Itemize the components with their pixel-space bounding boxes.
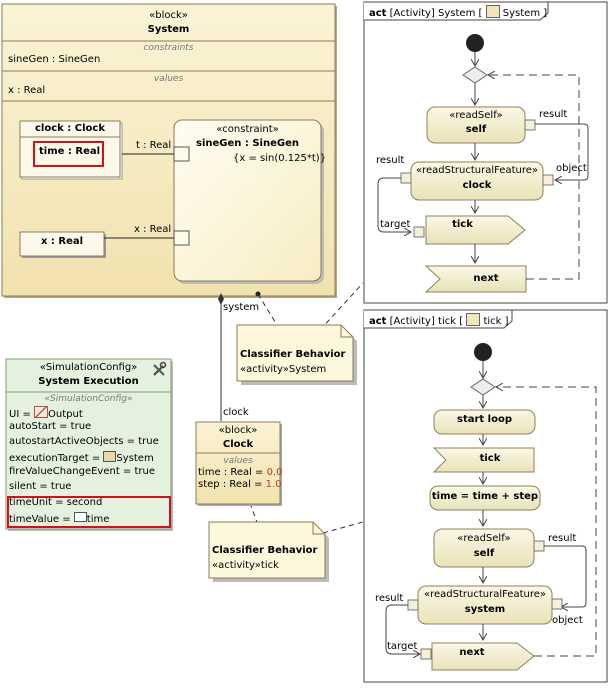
simulation-config[interactable] bbox=[5, 358, 173, 531]
highlight-time-settings bbox=[7, 496, 171, 528]
x-part[interactable] bbox=[19, 231, 106, 258]
initial-node-icon bbox=[474, 343, 492, 361]
port-t-label: t : Real bbox=[136, 140, 172, 151]
action-time-assign[interactable] bbox=[429, 485, 541, 511]
read-struct-name: clock bbox=[462, 180, 492, 191]
pin-target-label: target bbox=[387, 641, 418, 652]
property-icon bbox=[73, 512, 87, 522]
send-tick-label: tick bbox=[452, 219, 473, 230]
pin-object-label: object bbox=[552, 615, 583, 626]
read-struct-stereotype: «readStructuralFeature» bbox=[415, 165, 539, 176]
constraint-stereotype: «constraint» bbox=[216, 124, 279, 135]
simconfig-row-execution-target[interactable]: executionTarget = System bbox=[9, 451, 154, 464]
block-icon bbox=[103, 451, 117, 462]
tools-icon bbox=[153, 361, 167, 376]
action-start-loop[interactable] bbox=[433, 409, 536, 435]
sinegen-constraint[interactable] bbox=[173, 119, 324, 284]
pin-result-label: result bbox=[376, 155, 405, 166]
simconfig-row-time-unit[interactable]: timeUnit = second bbox=[9, 497, 103, 508]
simconfig-title: System Execution bbox=[38, 376, 139, 387]
read-self-stereotype: «readSelf» bbox=[449, 110, 503, 121]
port-x-label: x : Real bbox=[134, 224, 172, 235]
system-block-stereotype: «block» bbox=[149, 10, 188, 21]
note-system-behavior[interactable] bbox=[236, 324, 357, 385]
note-anchor-clock bbox=[249, 502, 259, 526]
note-system-title: Classifier Behavior bbox=[240, 349, 346, 360]
simconfig-section: «SimulationConfig» bbox=[44, 394, 133, 404]
ui-label: UI = bbox=[9, 409, 31, 420]
pin-target-label: target bbox=[380, 219, 411, 230]
execution-target-value: System bbox=[116, 453, 154, 464]
assoc-label-clock: clock bbox=[223, 407, 249, 418]
note-tick-title: Classifier Behavior bbox=[212, 545, 318, 556]
simconfig-ui-row[interactable]: UI = Output bbox=[9, 406, 83, 420]
act-system-frame[interactable] bbox=[363, 1, 608, 304]
clock-block-stereotype: «block» bbox=[218, 425, 258, 436]
accept-next-label: next bbox=[473, 273, 499, 284]
act-tick-header: act [Activity] tick [ tick ] bbox=[369, 313, 509, 327]
constraint-title: sineGen : SineGen bbox=[196, 138, 299, 149]
read-struct-name: system bbox=[464, 604, 506, 615]
note-link-act-system bbox=[319, 282, 364, 331]
send-next-label: next bbox=[459, 647, 485, 658]
values-compartment-title: values bbox=[153, 74, 184, 84]
clock-block[interactable] bbox=[195, 421, 282, 506]
read-self-name: self bbox=[465, 124, 487, 135]
start-loop-label: start loop bbox=[457, 414, 512, 425]
execution-target-label: executionTarget = bbox=[9, 453, 104, 464]
note-system-text: «activity»System bbox=[240, 364, 327, 375]
note-tick-text: «activity»tick bbox=[212, 560, 279, 571]
ui-value: Output bbox=[48, 409, 83, 420]
pin-object-label: object bbox=[556, 163, 587, 174]
constraint-expression: {x = sin(0.125*t)} bbox=[233, 153, 327, 164]
clock-part-title: clock : Clock bbox=[35, 123, 105, 134]
send-signal-next[interactable] bbox=[431, 642, 535, 671]
activity-icon bbox=[485, 5, 500, 18]
simconfig-row-autostart-active[interactable]: autostartActiveObjects = true bbox=[9, 436, 159, 447]
pin-result-label: result bbox=[539, 109, 568, 120]
simconfig-row-silent[interactable]: silent = true bbox=[9, 481, 72, 492]
simconfig-row-fire-value[interactable]: fireValueChangeEvent = true bbox=[9, 466, 155, 477]
pin-result-label: result bbox=[548, 533, 577, 544]
constraints-compartment-title: constraints bbox=[143, 43, 194, 53]
clock-part-time-property[interactable]: time : Real bbox=[39, 146, 101, 157]
clock-values-title: values bbox=[223, 456, 253, 466]
port-x[interactable] bbox=[173, 230, 190, 246]
simconfig-stereotype: «SimulationConfig» bbox=[39, 362, 138, 373]
assign-label: time = time + step bbox=[431, 491, 539, 502]
read-struct-stereotype: «readStructuralFeature» bbox=[423, 589, 547, 600]
accept-tick-label: tick bbox=[479, 453, 501, 464]
clock-part[interactable] bbox=[19, 120, 123, 180]
x-part-title: x : Real bbox=[40, 236, 84, 247]
value-item[interactable]: x : Real bbox=[8, 85, 46, 96]
note-anchor-system bbox=[257, 293, 281, 331]
simconfig-row-time-value[interactable]: timeValue = time bbox=[9, 512, 109, 525]
initial-node-icon bbox=[466, 34, 484, 52]
time-value: time bbox=[86, 514, 110, 525]
simconfig-row-autostart[interactable]: autoStart = true bbox=[9, 421, 92, 432]
time-value-label: timeValue = bbox=[9, 514, 74, 525]
assoc-label-system: system bbox=[223, 302, 260, 313]
pin-result-label: result bbox=[375, 593, 404, 604]
clock-value-time[interactable]: time : Real = 0.0 bbox=[198, 467, 283, 478]
composition-diamond-icon bbox=[218, 293, 224, 305]
act-system-header: act [Activity] System [ System ] bbox=[369, 5, 547, 19]
port-t[interactable] bbox=[173, 146, 190, 162]
clock-value-step[interactable]: step : Real = 1.0 bbox=[198, 479, 282, 490]
note-tick-behavior[interactable] bbox=[208, 521, 329, 582]
chart-icon bbox=[34, 406, 49, 418]
send-signal-tick[interactable] bbox=[425, 215, 526, 245]
clock-block-title: Clock bbox=[222, 439, 254, 450]
note-link-act-tick bbox=[322, 521, 364, 534]
constraint-item[interactable]: sineGen : SineGen bbox=[8, 54, 101, 65]
system-block-title: System bbox=[147, 24, 190, 35]
activity-icon bbox=[466, 313, 481, 326]
highlight-time-property bbox=[33, 141, 104, 167]
read-self-stereotype: «readSelf» bbox=[457, 533, 511, 544]
accept-event-next[interactable] bbox=[424, 265, 527, 293]
accept-event-tick[interactable] bbox=[432, 447, 535, 473]
read-self-name: self bbox=[473, 548, 495, 559]
